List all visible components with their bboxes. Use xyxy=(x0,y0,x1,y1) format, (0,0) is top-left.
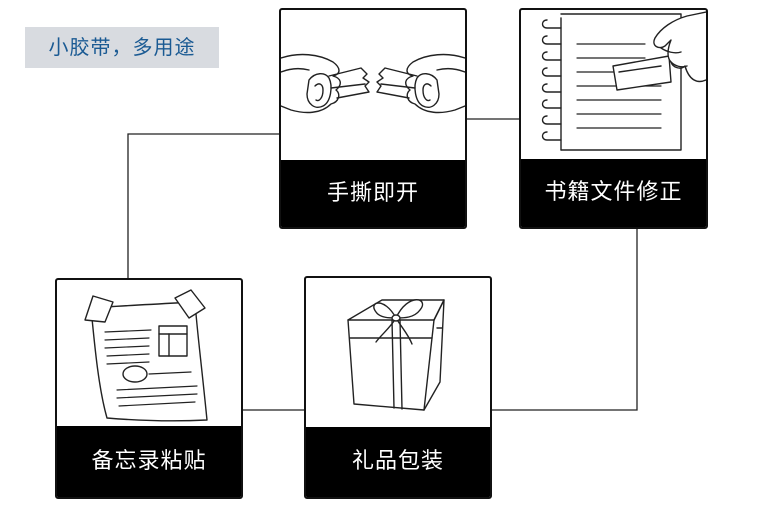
connector-tear-to-memo xyxy=(127,133,279,278)
card-book-correction: 书籍文件修正 xyxy=(519,8,708,229)
gift-box-ribbon-icon xyxy=(306,278,490,431)
card-caption: 礼品包装 xyxy=(306,427,490,497)
card-caption: 备忘录粘贴 xyxy=(57,426,241,497)
title-tag: 小胶带，多用途 xyxy=(25,27,219,68)
card-hand-tear: 手撕即开 xyxy=(279,8,467,229)
card-caption: 书籍文件修正 xyxy=(521,159,706,227)
card-caption: 手撕即开 xyxy=(281,160,465,227)
card-gift-wrap: 礼品包装 xyxy=(304,276,492,499)
hands-tearing-tape-icon xyxy=(281,10,465,164)
connector-book-to-gift xyxy=(492,229,638,411)
card-memo-paste: 备忘录粘贴 xyxy=(55,278,243,499)
hand-taping-notebook-icon xyxy=(521,10,706,163)
taped-memo-document-icon xyxy=(57,280,241,430)
